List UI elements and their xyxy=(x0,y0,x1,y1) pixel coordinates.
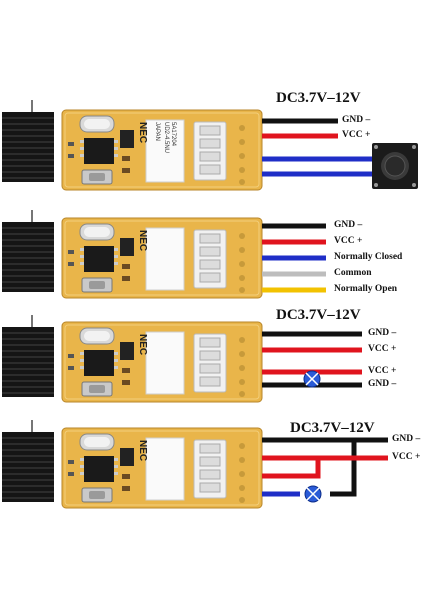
panel-3 xyxy=(1,314,362,403)
label-vcc: VCC + xyxy=(368,344,397,354)
panel-2 xyxy=(1,209,326,299)
label-gnd: GND – xyxy=(342,115,371,125)
label-normally-closed: Normally Closed xyxy=(334,252,403,262)
label-gnd: GND – xyxy=(334,220,363,230)
relay-model: UD2-4.5NU xyxy=(163,122,169,154)
relay-brand: NEC xyxy=(137,122,148,144)
wire-vcc-jumper xyxy=(262,458,321,479)
label-vcc: VCC + xyxy=(334,236,363,246)
led-load-icon xyxy=(303,370,321,388)
relay-brand: NEC xyxy=(137,230,148,252)
wire-group xyxy=(262,118,372,177)
wire-group xyxy=(262,223,326,293)
led-load-icon xyxy=(304,485,322,503)
label-gnd: GND – xyxy=(392,434,421,444)
antenna-coil xyxy=(1,209,55,293)
voltage-heading: DC3.7V–12V xyxy=(290,420,375,436)
label-common: Common xyxy=(334,268,372,278)
panel-4 xyxy=(1,419,388,509)
relay-code: 5A17204 xyxy=(170,122,176,147)
voltage-heading: DC3.7V–12V xyxy=(276,90,361,106)
label-load-vcc: VCC + xyxy=(368,366,397,376)
label-normally-open: Normally Open xyxy=(334,284,398,294)
push-button-switch-icon xyxy=(372,143,418,189)
wire-gnd xyxy=(262,437,357,497)
label-vcc: VCC + xyxy=(342,130,371,140)
label-gnd: GND – xyxy=(368,328,397,338)
voltage-heading: DC3.7V–12V xyxy=(276,307,361,323)
wire-group xyxy=(262,437,388,497)
label-load-gnd: GND – xyxy=(368,379,397,389)
receiver-board xyxy=(61,427,263,509)
receiver-board xyxy=(61,217,263,299)
antenna-coil xyxy=(1,99,55,183)
relay-brand: NEC xyxy=(137,334,148,356)
receiver-board xyxy=(61,109,263,191)
panel-1 xyxy=(1,99,418,191)
antenna-coil xyxy=(1,419,55,503)
receiver-board xyxy=(61,321,263,403)
antenna-coil xyxy=(1,314,55,398)
label-vcc: VCC + xyxy=(392,452,421,462)
relay-origin: JAPAN xyxy=(154,122,160,141)
relay-brand: NEC xyxy=(137,440,148,462)
